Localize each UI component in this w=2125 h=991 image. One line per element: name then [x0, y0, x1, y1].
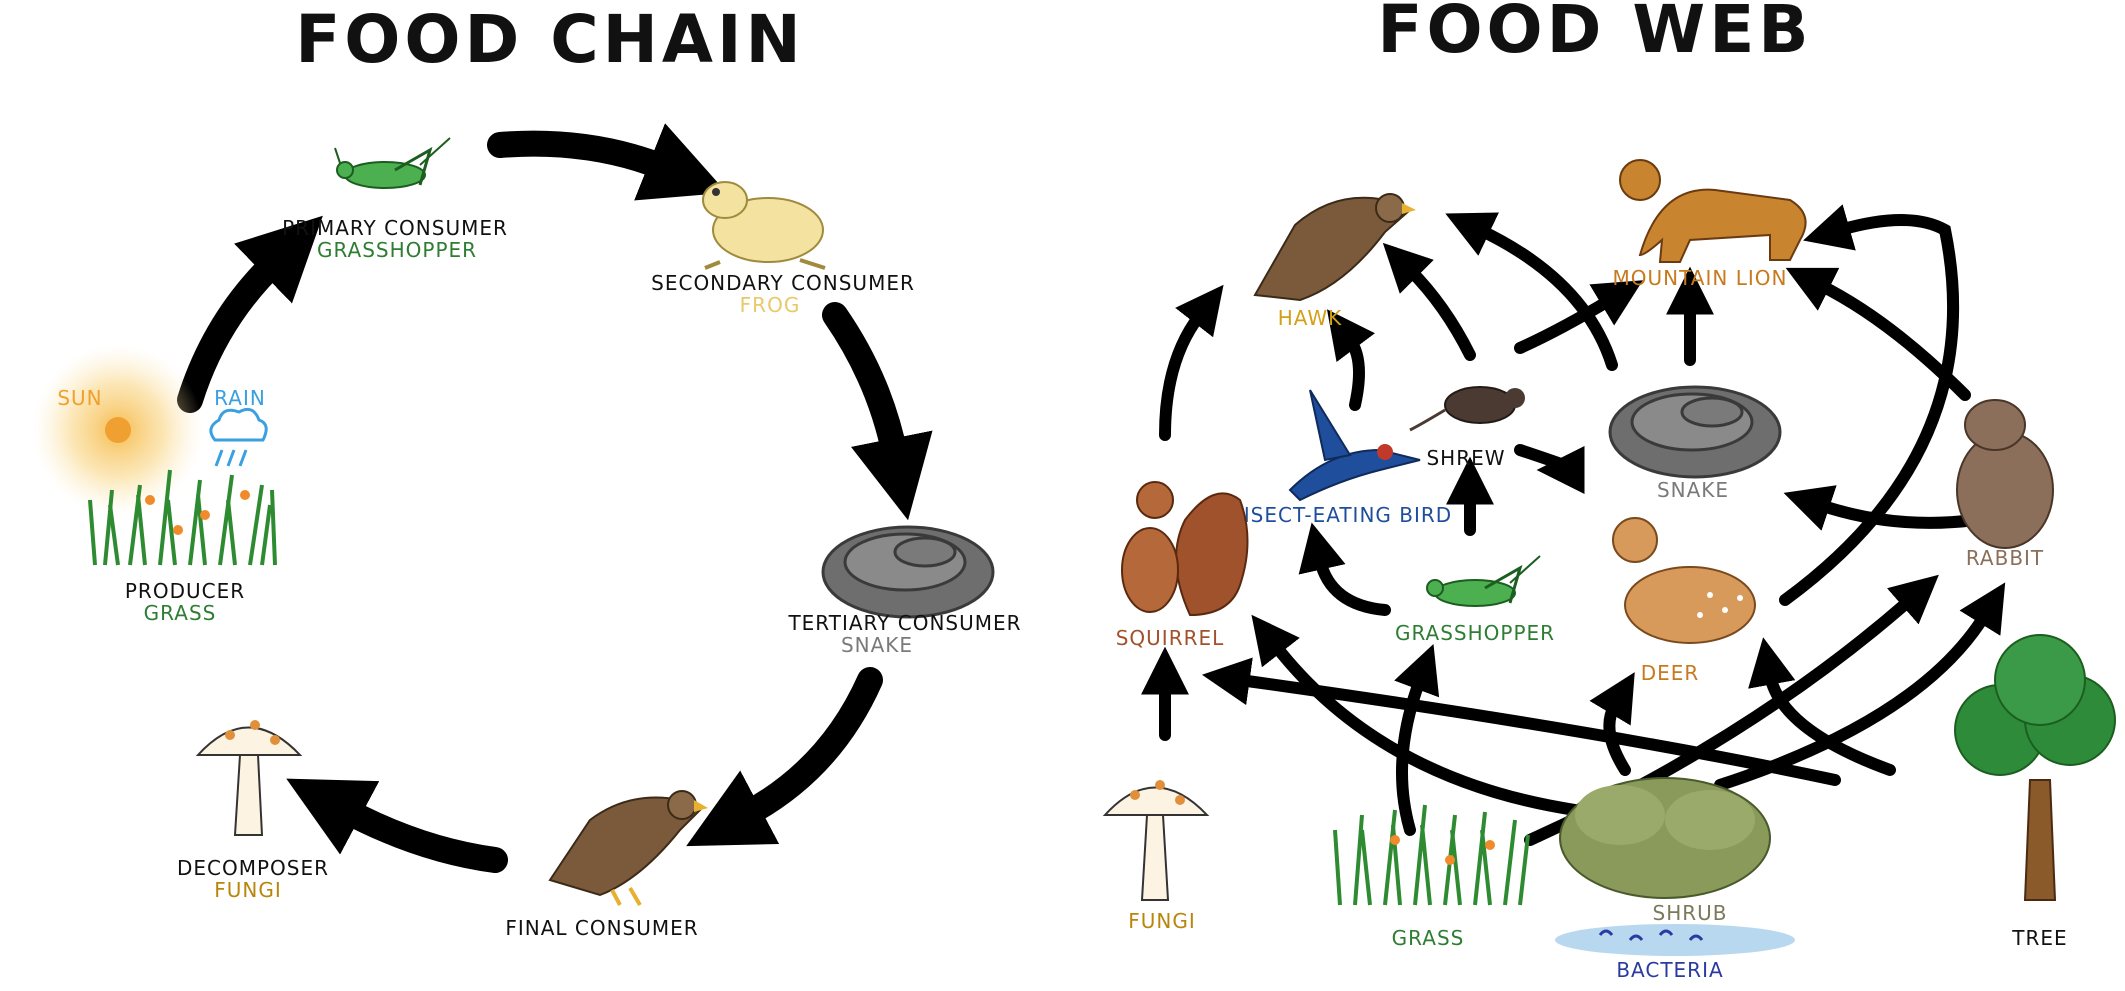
- tree-icon: [1954, 634, 2116, 901]
- web-shrub-label: SHRUB: [1653, 901, 1728, 925]
- web-snake-label: SNAKE: [1657, 478, 1729, 502]
- secondary-organism-label: FROG: [740, 293, 801, 317]
- web-insect-bird-label: INSECT-EATING BIRD: [1228, 503, 1452, 527]
- arrow-bird-to-hawk: [1326, 309, 1375, 411]
- web-tree-label: TREE: [2011, 926, 2067, 950]
- tertiary-organism-label: SNAKE: [841, 633, 913, 657]
- bacteria-icon: [1555, 924, 1795, 956]
- arrow-tree-to-deer: [1748, 637, 1896, 776]
- grass-flowers-icon: [145, 490, 250, 535]
- rain-cloud-icon: [209, 407, 268, 467]
- hawk-icon: [548, 790, 708, 907]
- arrow-final-to-decomposer: [286, 778, 508, 873]
- web-squirrel-label: SQUIRREL: [1116, 626, 1225, 650]
- mushroom-icon: [195, 720, 303, 836]
- tertiary-role-label: TERTIARY CONSUMER: [787, 611, 1021, 635]
- arrow-tree-to-squirrel: [1201, 657, 1841, 786]
- mountain-lion-icon: [1619, 159, 1807, 263]
- web-bacteria-label: BACTERIA: [1616, 958, 1723, 982]
- arrow-shrub-to-squirrel: [1251, 614, 1581, 816]
- squirrel-icon: [1121, 481, 1249, 617]
- web-snake-icon: [1608, 385, 1782, 479]
- rain-label: RAIN: [214, 386, 266, 410]
- arrow-grasshopper-to-bird: [1298, 522, 1391, 616]
- food-chain-title: FOOD CHAIN: [295, 1, 805, 78]
- web-rabbit-label: RABBIT: [1966, 546, 2044, 570]
- secondary-role-label: SECONDARY CONSUMER: [651, 271, 915, 295]
- arrow-shrew-to-hawk: [1382, 242, 1476, 361]
- web-grass-label: GRASS: [1392, 926, 1465, 950]
- arrow-tertiary-to-final: [686, 667, 883, 847]
- arrow-snake-to-hawk: [1445, 212, 1618, 371]
- snake-icon: [821, 525, 995, 619]
- food-web-arrows: [1141, 204, 2006, 846]
- arrow-shrew-to-snake: [1514, 444, 1585, 494]
- food-chain-arrows: [177, 123, 933, 873]
- producer-role-label: PRODUCER: [125, 579, 245, 603]
- swallow-icon: [1288, 389, 1421, 502]
- food-web-title: FOOD WEB: [1377, 0, 1812, 68]
- shrew-icon: [1409, 386, 1525, 432]
- web-grass-flowers-icon: [1390, 835, 1495, 865]
- frog-icon: [702, 181, 826, 270]
- decomposer-role-label: DECOMPOSER: [177, 856, 329, 880]
- web-shrew-label: SHREW: [1426, 446, 1505, 470]
- web-hawk-label: HAWK: [1278, 306, 1343, 330]
- rabbit-icon: [1956, 399, 2054, 549]
- arrow-squirrel-to-hawk: [1159, 284, 1224, 441]
- arrow-rabbit-to-snake: [1783, 485, 1981, 531]
- grasshopper-icon: [334, 137, 451, 189]
- arrow-deer-to-lion: [1779, 204, 1960, 606]
- web-hawk-icon: [1253, 193, 1416, 302]
- web-mountain-lion-label: MOUNTAIN LION: [1613, 266, 1788, 290]
- primary-organism-label: GRASSHOPPER: [317, 238, 477, 262]
- web-grasshopper-icon: [1426, 555, 1541, 607]
- arrow-producer-to-primary: [177, 215, 323, 413]
- producer-organism-label: GRASS: [144, 601, 217, 625]
- arrow-primary-to-secondary: [487, 123, 727, 201]
- arrow-shrew-to-lion: [1514, 280, 1643, 354]
- decomposer-organism-label: FUNGI: [214, 878, 282, 902]
- web-mushroom-icon: [1102, 780, 1210, 901]
- web-deer-label: DEER: [1641, 661, 1700, 685]
- shrub-icon: [1559, 777, 1771, 899]
- final-role-label: FINAL CONSUMER: [505, 916, 698, 940]
- web-grass-icon: [1333, 804, 1530, 906]
- arrow-secondary-to-tertiary: [822, 302, 933, 521]
- web-grasshopper-label: GRASSHOPPER: [1395, 621, 1555, 645]
- sun-label: SUN: [57, 386, 102, 410]
- web-fungi-label: FUNGI: [1128, 909, 1196, 933]
- grass-icon: [88, 469, 277, 566]
- sun-icon: [33, 345, 203, 515]
- primary-role-label: PRIMARY CONSUMER: [282, 216, 508, 240]
- deer-icon: [1612, 517, 1756, 644]
